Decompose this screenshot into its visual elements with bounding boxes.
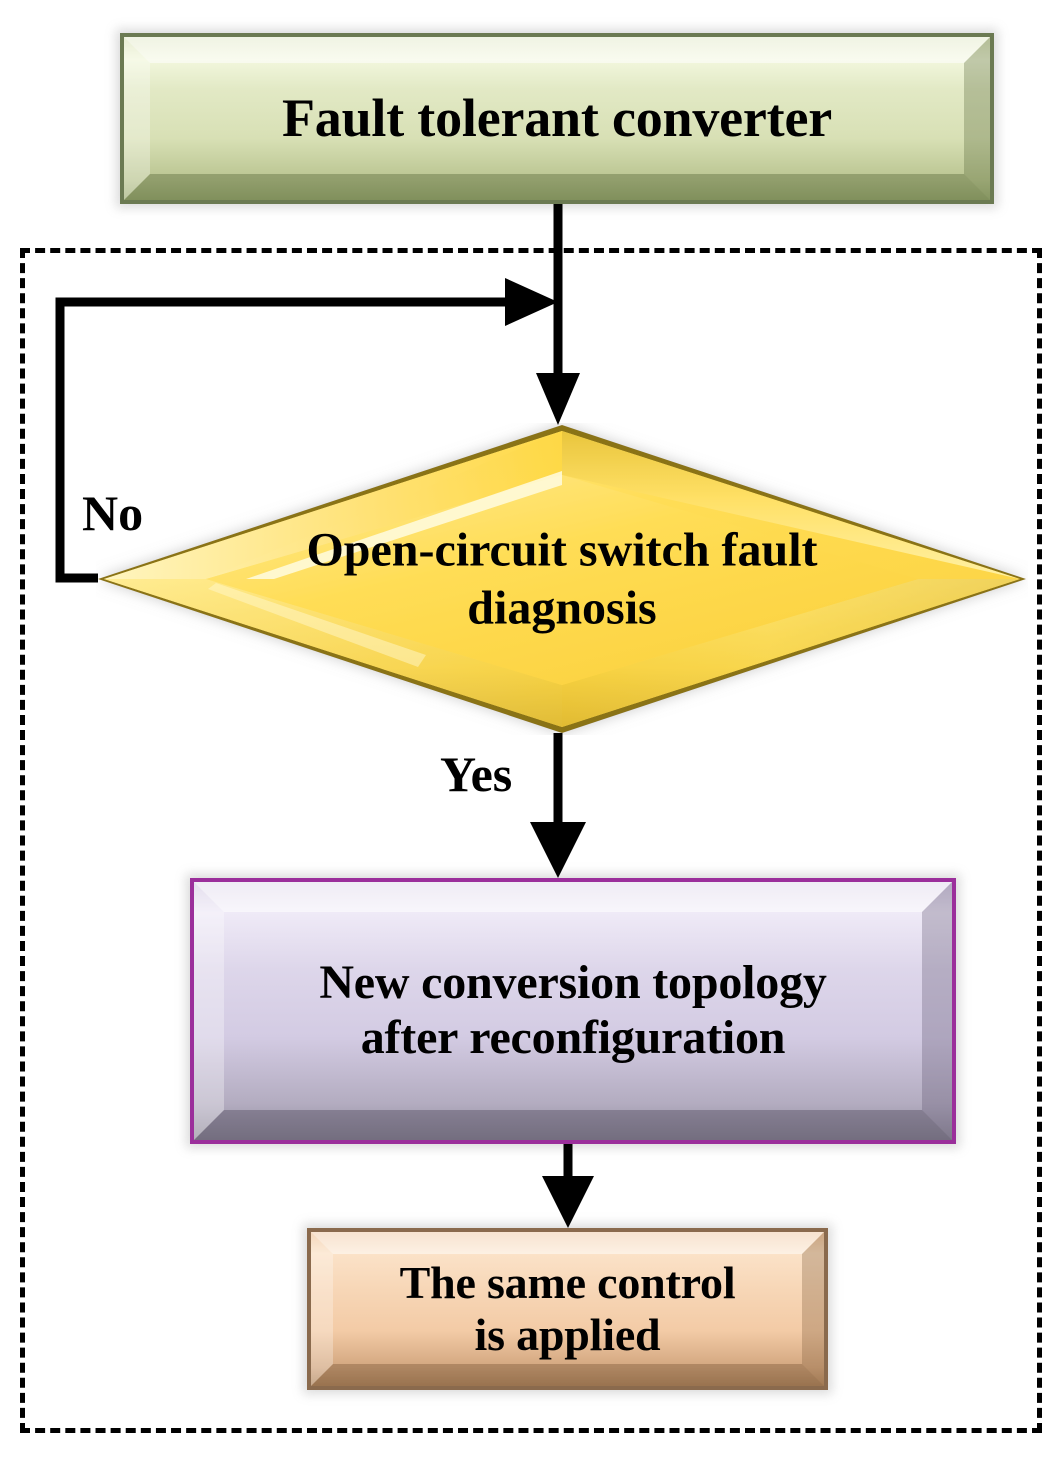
node-new-conversion-topology[interactable]: New conversion topology after reconfigur… — [190, 878, 956, 1144]
node-control-label: The same control is applied — [311, 1257, 824, 1362]
edge-label-yes: Yes — [440, 746, 513, 802]
node-same-control-applied[interactable]: The same control is applied — [307, 1228, 828, 1390]
node-control-label-line1: The same control — [399, 1256, 736, 1308]
node-topology-label-line2: after reconfiguration — [360, 1011, 786, 1064]
node-control-label-line2: is applied — [474, 1309, 661, 1360]
node-open-circuit-switch-fault-diagnosis[interactable]: Open-circuit switch fault diagnosis — [96, 423, 1028, 735]
diamond-shape-icon — [98, 425, 1026, 733]
node-start-label: Fault tolerant converter — [282, 87, 832, 148]
node-topology-label: New conversion topology after reconfigur… — [194, 956, 952, 1065]
edge-label-no: No — [82, 485, 144, 541]
node-topology-label-line1: New conversion topology — [319, 956, 827, 1010]
node-fault-tolerant-converter[interactable]: Fault tolerant converter — [120, 33, 994, 204]
dashed-region-boundary — [20, 248, 1042, 1433]
